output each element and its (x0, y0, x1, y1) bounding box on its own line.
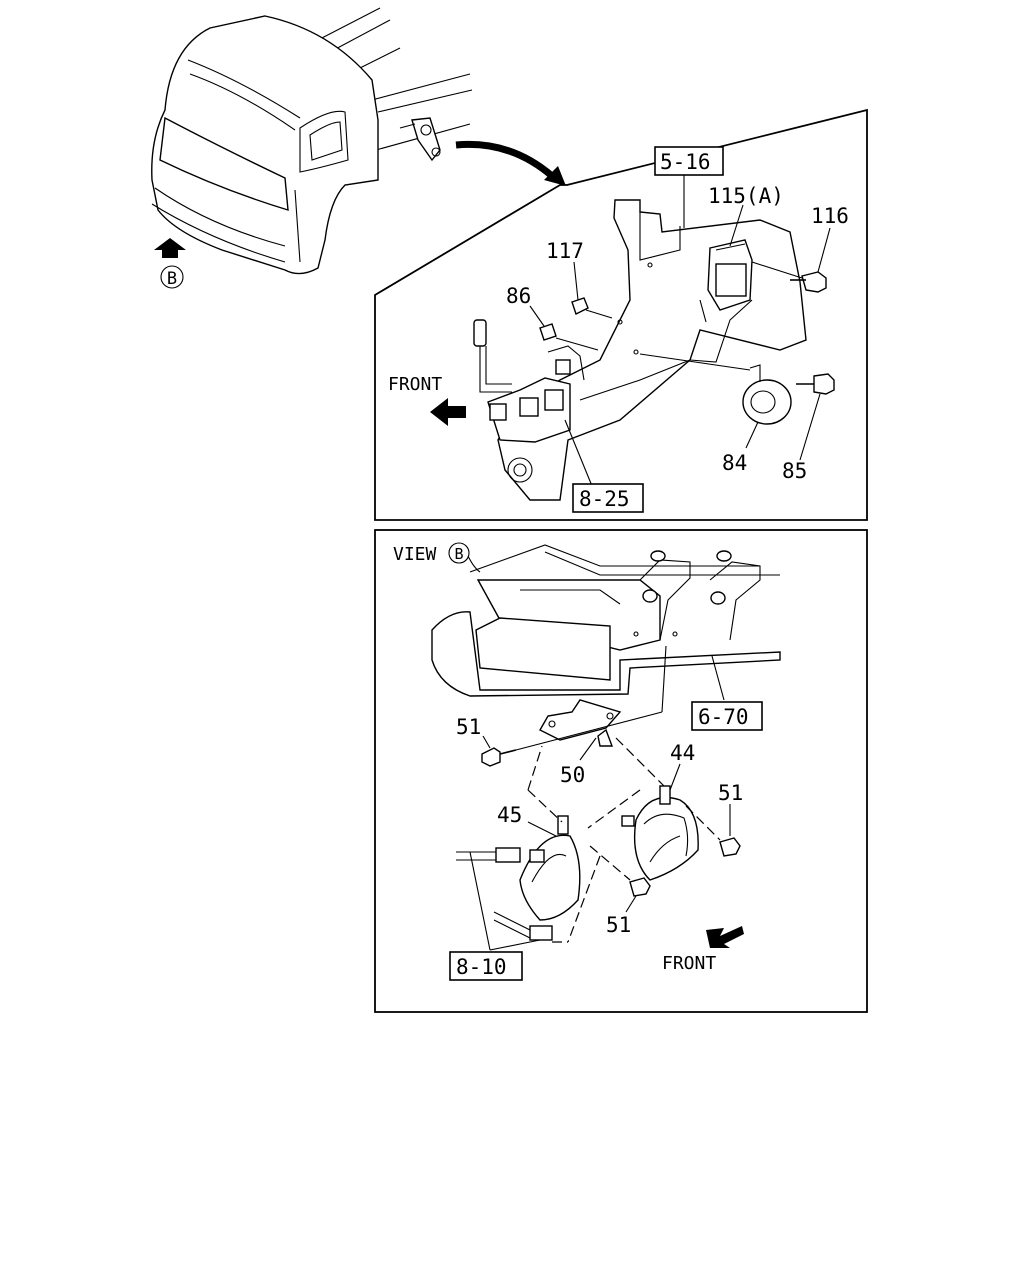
label-85: 85 (782, 459, 807, 483)
label-86: 86 (506, 284, 531, 308)
label-6-70: 6-70 (698, 705, 749, 729)
front-arrow-lower-icon (706, 926, 744, 948)
label-116: 116 (811, 204, 849, 228)
nut-117-icon (571, 297, 589, 315)
label-view: VIEW (393, 544, 437, 565)
bolt-51-left-icon (481, 747, 501, 767)
label-51-bottom: 51 (606, 913, 631, 937)
nut-86-icon (539, 323, 557, 341)
label-5-16: 5-16 (660, 150, 711, 174)
label-50: 50 (560, 763, 585, 787)
label-front-lower: FRONT (662, 953, 716, 974)
label-115a: 115(A) (708, 184, 784, 208)
label-44: 44 (670, 741, 695, 765)
bolt-116-icon (801, 271, 827, 293)
bolt-51-right-icon (719, 837, 741, 857)
label-51-top-left: 51 (456, 715, 481, 739)
truck-cab-overview (151, 7, 566, 275)
label-117: 117 (546, 239, 584, 263)
label-84: 84 (722, 451, 747, 475)
upper-panel: 5-16 115(A) 116 117 86 FRONT 84 85 8-25 (374, 108, 868, 521)
bolt-51-mid-icon (629, 877, 651, 897)
label-front-upper: FRONT (388, 374, 442, 395)
label-8-10: 8-10 (456, 955, 507, 979)
bolt-85-icon (813, 373, 835, 395)
view-marker-b-lower: B (454, 545, 463, 563)
label-8-25: 8-25 (579, 487, 630, 511)
view-b-arrow-icon: B (154, 238, 186, 289)
label-45: 45 (497, 803, 522, 827)
front-arrow-icon (430, 398, 466, 426)
lower-panel: VIEW B (374, 529, 868, 1013)
view-marker-b: B (167, 269, 177, 289)
label-51-right: 51 (718, 781, 743, 805)
